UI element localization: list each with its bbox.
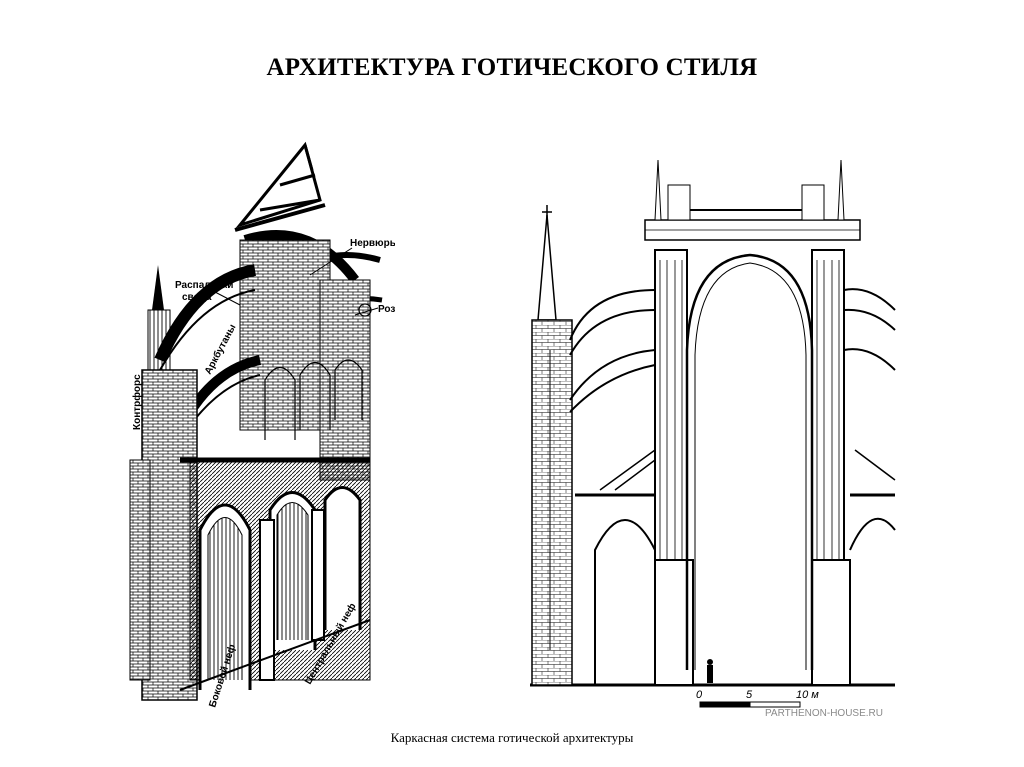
clerestory bbox=[264, 303, 372, 440]
top-cornice bbox=[644, 159, 861, 241]
label-rosette: Розетка bbox=[378, 304, 395, 315]
watermark: PARTHENON-HOUSE.RU bbox=[765, 708, 883, 719]
main-piers bbox=[654, 249, 851, 686]
figure-caption: Каркасная система готической архитектуры bbox=[390, 730, 634, 745]
gothic-cutaway-illustration: Нервюры Распалубки свода Розетка Аркбута… bbox=[120, 130, 417, 710]
label-buttress: Контрфорс bbox=[131, 374, 143, 430]
label-nervures: Нервюры bbox=[350, 238, 395, 249]
roof-truss bbox=[234, 141, 326, 232]
cutaway-drawing: Нервюры Распалубки свода Розетка Аркбута… bbox=[129, 141, 417, 709]
scale-zero: 0 bbox=[696, 689, 703, 701]
left-buttress-tower bbox=[531, 205, 573, 686]
label-vault-formwork: Распалубки bbox=[175, 279, 233, 291]
scale-bar bbox=[699, 701, 801, 708]
buttress-tower bbox=[129, 265, 198, 701]
flying-buttresses-section bbox=[569, 288, 896, 413]
cross-section-drawing: 0 5 10 м PARTHENON-HOUSE.RU bbox=[530, 159, 896, 719]
human-figure bbox=[707, 659, 713, 683]
gothic-cross-section: 0 5 10 м PARTHENON-HOUSE.RU bbox=[520, 150, 900, 720]
scale-ten: 10 м bbox=[796, 689, 819, 701]
central-vault bbox=[685, 253, 814, 670]
side-aisle bbox=[179, 457, 371, 691]
slide-title: АРХИТЕКТУРА ГОТИЧЕСКОГО СТИЛЯ bbox=[266, 54, 758, 81]
scale-five: 5 bbox=[746, 689, 753, 701]
side-aisles bbox=[575, 449, 896, 685]
label-vault-formwork-2: свода bbox=[182, 292, 212, 303]
